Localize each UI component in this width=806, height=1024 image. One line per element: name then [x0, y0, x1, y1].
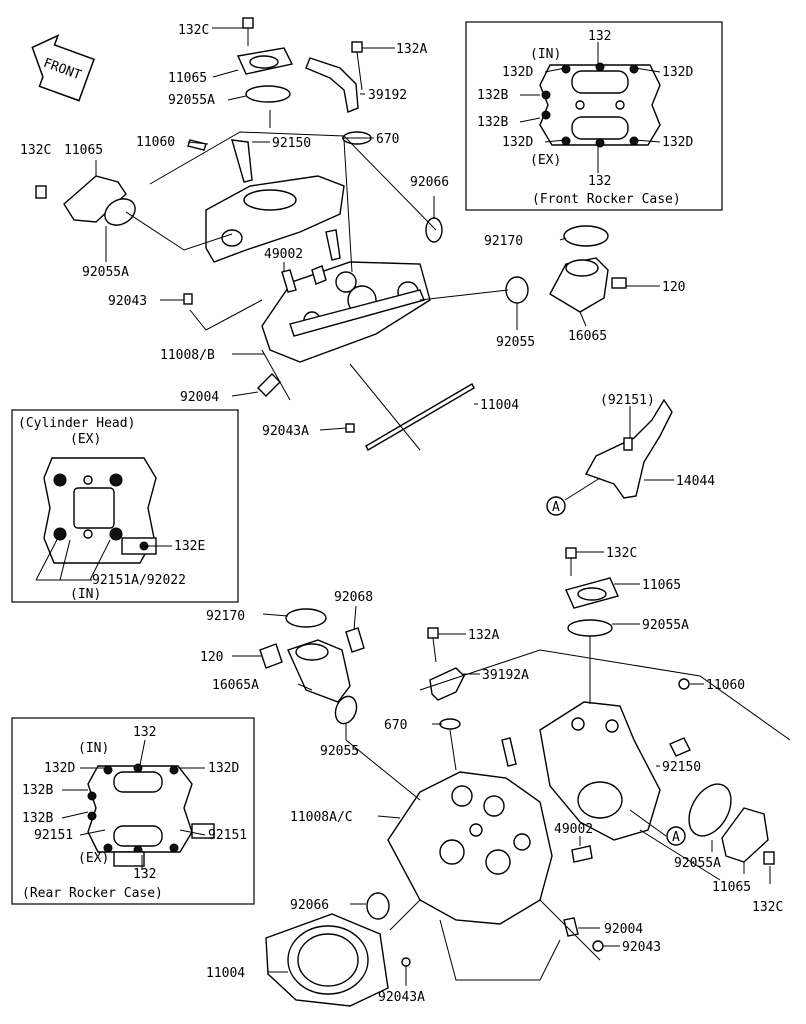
label-ex: (EX) [530, 153, 561, 168]
label-132b-1: 132B [477, 88, 508, 103]
rear-rocker-caption: (Rear Rocker Case) [22, 886, 163, 901]
part-label: 92055A [82, 265, 129, 280]
part-label: 11065 [642, 578, 681, 593]
part-label: 11060 [136, 135, 175, 150]
label-132d-rear-r: 132D [208, 761, 239, 776]
part-label: 11004 [480, 398, 519, 413]
label-132d-bl: 132D [502, 135, 533, 150]
part-label: 670 [376, 132, 399, 147]
label-132e: 132E [174, 539, 205, 554]
label-132d-br: 132D [662, 135, 693, 150]
front-assembly [35, 17, 674, 516]
part-label: 11008A/C [290, 810, 353, 825]
label-132d-tr: 132D [662, 65, 693, 80]
cylinder-head-box: (Cylinder Head) (EX) 132E 92151A/92022 (… [11, 409, 239, 603]
part-label: 92055A [168, 93, 215, 108]
part-label: 92043 [108, 294, 147, 309]
part-label: 132C [606, 546, 637, 561]
part-label: 92170 [484, 234, 523, 249]
label-132b-rear-1: 132B [22, 783, 53, 798]
part-label: 92055A [642, 618, 689, 633]
front-rocker-case-box: 132 (IN) 132D 132D 132B 132B 132D 132D (… [465, 21, 723, 211]
part-label: 11060 [706, 678, 745, 693]
part-label: 92066 [410, 175, 449, 190]
label-ex-head: (EX) [70, 432, 101, 447]
part-label: 132C [178, 23, 209, 38]
part-label: 92170 [206, 609, 245, 624]
label-ex-rear: (EX) [78, 851, 109, 866]
label-132d-rear-l: 132D [44, 761, 75, 776]
part-label: 39192 [368, 88, 407, 103]
part-label: 92043 [622, 940, 661, 955]
part-label: 49002 [264, 247, 303, 262]
part-label: 92043A [378, 990, 425, 1005]
front-rocker-caption: (Front Rocker Case) [532, 192, 681, 207]
part-label: 11065 [712, 880, 751, 895]
part-label: 132C [752, 900, 783, 915]
part-label: A [672, 830, 680, 845]
part-label: 11004 [206, 966, 245, 981]
label-132-rear-top: 132 [133, 725, 156, 740]
label-132b-2: 132B [477, 115, 508, 130]
part-label: (92151) [600, 393, 655, 408]
part-label: 92055A [674, 856, 721, 871]
cylinder-head-caption: (Cylinder Head) [18, 416, 135, 431]
label-in: (IN) [530, 47, 561, 62]
part-label: 11065 [168, 71, 207, 86]
part-label: A [552, 500, 560, 515]
label-92151-rear-r: 92151 [208, 828, 247, 843]
label-in-rear: (IN) [78, 741, 109, 756]
part-label: 16065 [568, 329, 607, 344]
label-132b-rear-2: 132B [22, 811, 53, 826]
front-arrow: FRONT [31, 34, 95, 102]
part-label: 92068 [334, 590, 373, 605]
part-label: 14044 [676, 474, 715, 489]
part-label: 39192A [482, 668, 529, 683]
label-92151a-92022: 92151A/92022 [92, 573, 186, 588]
part-label: 92055 [496, 335, 535, 350]
part-labels: 132C 11065 92055A 11060 92150 132A 39192… [20, 23, 783, 1005]
part-label: 16065A [212, 678, 259, 693]
part-label: 670 [384, 718, 407, 733]
label-132d-tl: 132D [502, 65, 533, 80]
rear-assembly [232, 547, 791, 1007]
part-label: 11065 [64, 143, 103, 158]
part-label: 132C [20, 143, 51, 158]
part-label: 92066 [290, 898, 329, 913]
part-label: 92043A [262, 424, 309, 439]
label-132-bottom: 132 [588, 174, 611, 189]
label-132-rear-bottom: 132 [133, 867, 156, 882]
part-label: 132A [468, 628, 499, 643]
part-label: 120 [200, 650, 223, 665]
part-label: 49002 [554, 822, 593, 837]
rear-rocker-case-box: 132 (IN) 132D 132D 132B 132B 92151 92151… [11, 717, 255, 905]
label-in-head: (IN) [70, 587, 101, 602]
part-label: 132A [396, 42, 427, 57]
part-label: 92150 [272, 136, 311, 151]
part-label: 120 [662, 280, 685, 295]
part-label: 92004 [180, 390, 219, 405]
label-92151-rear-l: 92151 [34, 828, 73, 843]
label-132-top: 132 [588, 29, 611, 44]
part-label: 11008/B [160, 348, 215, 363]
part-label: 92055 [320, 744, 359, 759]
part-label: 92004 [604, 922, 643, 937]
part-label: 92150 [662, 760, 701, 775]
